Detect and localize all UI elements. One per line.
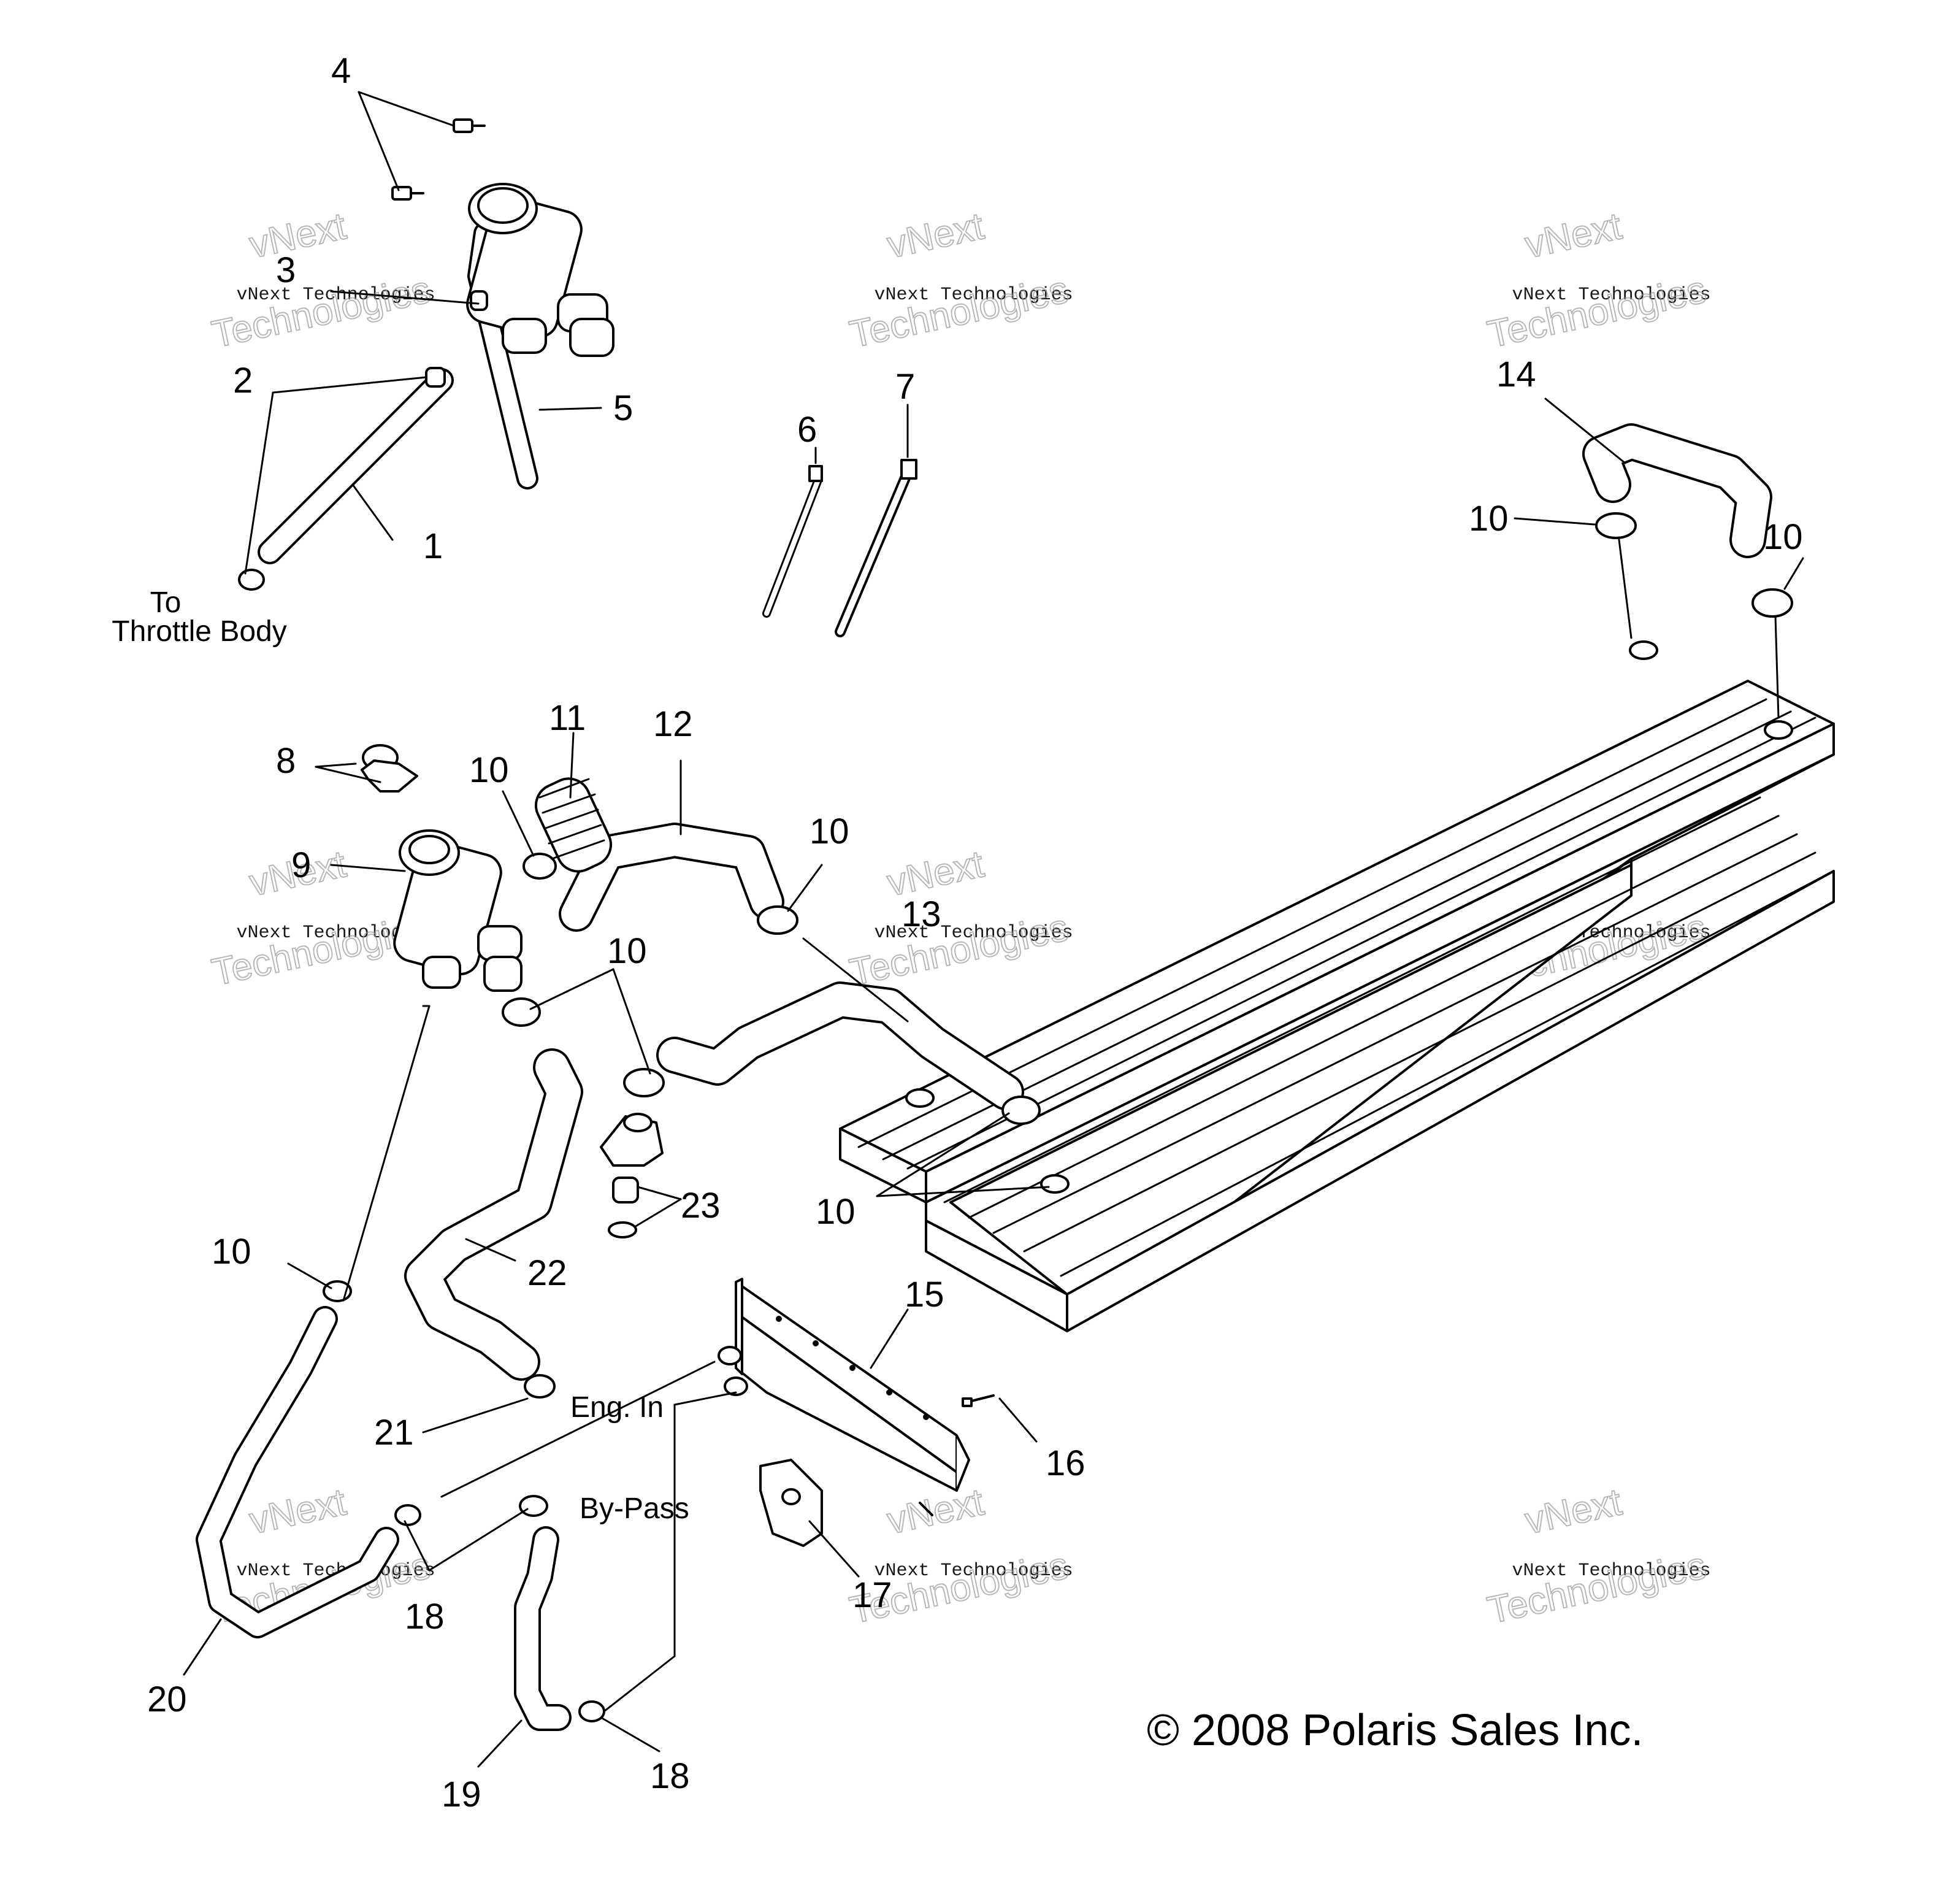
callout-8: 8 (276, 741, 296, 781)
clamp-18a (394, 1504, 421, 1526)
svg-text:vNext: vNext (884, 205, 987, 266)
callout-9: 9 (291, 845, 311, 885)
callout-3: 3 (276, 250, 296, 290)
svg-text:vNext: vNext (246, 205, 350, 266)
callout-5: 5 (613, 388, 633, 428)
coolant-bottle-upper (466, 183, 614, 357)
callout-13: 13 (902, 894, 941, 934)
svg-text:vNext Technologies: vNext Technologies (1512, 1561, 1711, 1581)
callout-6: 6 (797, 410, 817, 450)
clamp-10a (1595, 512, 1637, 539)
callout-23: 23 (681, 1186, 721, 1226)
copyright-notice: © 2008 Polaris Sales Inc. (1147, 1706, 1643, 1755)
watermark: vNext vNext Technologies Technologies (846, 842, 1073, 994)
wire-6 (762, 474, 823, 618)
throttle-body-label-line1: To (150, 586, 182, 619)
svg-text:vNext Technologies: vNext Technologies (237, 285, 435, 305)
clamp-10g (1001, 1096, 1041, 1125)
callout-20: 20 (147, 1680, 187, 1719)
clamp-2b (238, 569, 265, 591)
clamp-18c (578, 1700, 605, 1722)
clamp-2a (425, 367, 446, 388)
callout-10: 10 (1469, 499, 1509, 539)
callout-10: 10 (607, 931, 647, 971)
callout-12: 12 (653, 704, 693, 744)
bracket-15 (718, 1278, 970, 1492)
callout-10: 10 (212, 1232, 251, 1272)
fitting-16b (919, 1502, 933, 1516)
callout-18: 18 (650, 1756, 690, 1796)
callout-4: 4 (331, 51, 351, 91)
screw-4a (453, 118, 486, 133)
svg-text:Technologies: Technologies (846, 269, 1072, 356)
watermark: vNext vNext Technologies Technologies (1483, 1480, 1711, 1632)
watermark: vNext vNext Technologies Technologies (1483, 204, 1711, 356)
callout-7: 7 (895, 367, 915, 407)
callout-21: 21 (374, 1413, 414, 1453)
hose-1 (258, 368, 454, 564)
screw-4b (391, 186, 424, 201)
wire-7-end (900, 459, 917, 480)
callout-22: 22 (527, 1253, 567, 1293)
callout-1: 1 (423, 526, 443, 566)
watermark: vNext vNext Technologies Technologies (846, 204, 1073, 356)
thermostat-23 (608, 1177, 639, 1238)
wire-6-end (808, 465, 823, 482)
pad-17 (759, 1459, 823, 1547)
svg-text:vNext: vNext (1522, 1481, 1625, 1542)
clamp-18b (519, 1495, 548, 1517)
by-pass-label: By-Pass (580, 1492, 689, 1525)
clamp-21 (524, 1374, 556, 1399)
callout-16: 16 (1046, 1443, 1085, 1483)
svg-text:Technologies: Technologies (209, 269, 434, 356)
cap-8 (361, 744, 418, 793)
leader-lines (183, 91, 1804, 1768)
clamp-10b (1751, 588, 1793, 618)
svg-text:vNext Technologies: vNext Technologies (1512, 285, 1711, 305)
svg-text:vNext Technologies: vNext Technologies (875, 923, 1073, 943)
clamp-10f (623, 1068, 665, 1097)
hose-20 (196, 1306, 399, 1638)
hose-19 (514, 1526, 572, 1731)
svg-text:Technologies: Technologies (1484, 269, 1710, 356)
clamp-10c (523, 853, 557, 880)
heat-exchanger-panel (839, 640, 1835, 1332)
watermark: vNext vNext Technologies Technologies (208, 204, 435, 356)
hose-22 (404, 1048, 583, 1381)
callout-2: 2 (233, 361, 253, 401)
callout-19: 19 (442, 1775, 481, 1814)
clip-3 (470, 290, 488, 311)
clamp-10d (757, 905, 798, 935)
callout-18: 18 (405, 1597, 445, 1637)
hose-13 (656, 981, 1024, 1110)
svg-text:vNext: vNext (884, 1481, 987, 1542)
callout-17: 17 (852, 1575, 892, 1615)
callout-10: 10 (1763, 517, 1803, 557)
eng-in-label: Eng. In (570, 1391, 664, 1424)
clamp-10e (502, 997, 541, 1027)
svg-text:Technologies: Technologies (1484, 1545, 1710, 1632)
coolant-bottle-lower (393, 829, 523, 992)
callout-15: 15 (905, 1275, 944, 1315)
svg-text:vNext: vNext (246, 1481, 350, 1542)
svg-text:Technologies: Technologies (846, 907, 1072, 994)
callout-14: 14 (1496, 355, 1536, 394)
svg-text:vNext: vNext (1522, 205, 1625, 266)
fitting-16a (962, 1394, 995, 1407)
callout-numbers: 1 2 3 4 5 6 7 8 9 10 10 10 10 10 10 10 1… (147, 51, 1803, 1814)
hose-12 (559, 823, 784, 932)
hose-14 (1582, 423, 1772, 558)
callout-10: 10 (816, 1192, 856, 1232)
thermostat-housing (600, 1113, 664, 1167)
spring-11 (535, 777, 612, 873)
svg-text:vNext Technologies: vNext Technologies (875, 285, 1073, 305)
callout-10: 10 (810, 812, 849, 851)
callout-10: 10 (469, 750, 509, 790)
svg-text:vNext Technologies: vNext Technologies (875, 1561, 1073, 1581)
wire-7 (835, 467, 913, 637)
callout-11: 11 (549, 698, 586, 738)
throttle-body-label-line2: Throttle Body (112, 615, 286, 648)
